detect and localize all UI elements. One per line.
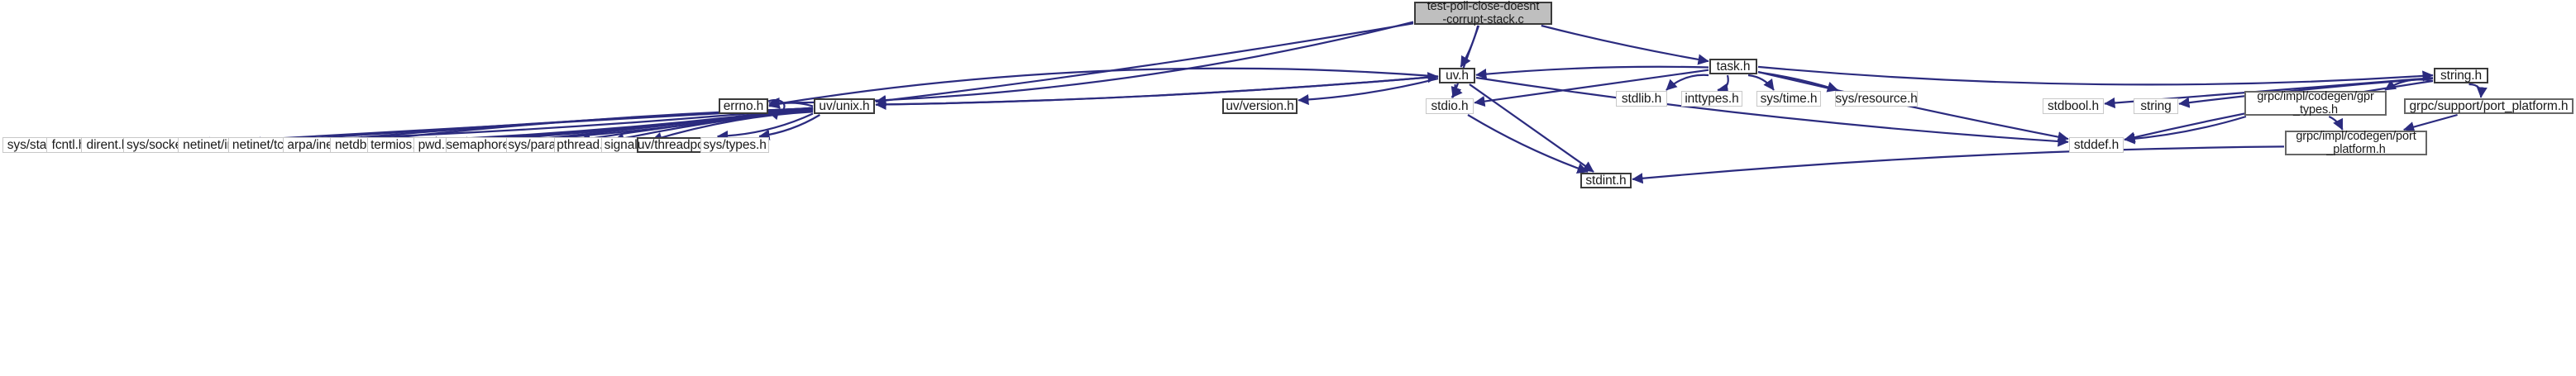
edge-uvh-to-stdio bbox=[1450, 83, 1463, 98]
node-grpcsupport[interactable]: grpc/support/port_platform.h bbox=[2404, 98, 2574, 114]
node-pthread[interactable]: pthread.h bbox=[554, 137, 613, 153]
node-stdbool[interactable]: stdbool.h bbox=[2043, 98, 2104, 114]
edge-root-to-uvunix bbox=[875, 22, 1414, 107]
edge-grpcgpr-to-stddef bbox=[2124, 115, 2247, 145]
node-string[interactable]: string bbox=[2134, 98, 2178, 114]
edge-uvh-to-stdint bbox=[1469, 83, 1594, 173]
edge-root-to-uvh bbox=[1460, 25, 1479, 68]
edge-stringh-to-string bbox=[2178, 77, 2434, 108]
edge-uvunix-to-systypes bbox=[758, 114, 820, 140]
edge-stringh-to-grpcgpr bbox=[2384, 79, 2434, 91]
edge-uvh-to-stddef bbox=[1475, 76, 2069, 147]
edge-task-to-stdio bbox=[1474, 69, 1709, 107]
node-task[interactable]: task.h bbox=[1709, 59, 1757, 74]
node-stdio[interactable]: stdio.h bbox=[1426, 98, 1474, 114]
node-systypes[interactable]: sys/types.h bbox=[700, 137, 769, 153]
node-fcntl[interactable]: fcntl.h bbox=[46, 137, 91, 153]
node-systime[interactable]: sys/time.h bbox=[1756, 91, 1821, 107]
edge-task-to-systime bbox=[1747, 74, 1775, 91]
edge-uvh-to-uvversion bbox=[1298, 78, 1439, 106]
node-termios[interactable]: termios.h bbox=[367, 137, 426, 153]
node-uvunix[interactable]: uv/unix.h bbox=[814, 98, 875, 114]
node-stdint[interactable]: stdint.h bbox=[1580, 173, 1632, 188]
node-root[interactable]: test-poll-close-doesnt -corrupt-stack.c bbox=[1414, 0, 1552, 26]
edge-task-to-inttypes bbox=[1717, 74, 1729, 94]
edge-uvunix-to-uvh bbox=[875, 72, 1439, 106]
edge-root-to-task bbox=[1541, 24, 1709, 65]
edge-errno-to-errno bbox=[767, 99, 786, 121]
edge-uvunix-to-errno bbox=[768, 98, 814, 109]
node-errno[interactable]: errno.h bbox=[719, 98, 768, 114]
node-stddef[interactable]: stddef.h bbox=[2069, 137, 2124, 153]
node-stdlib[interactable]: stdlib.h bbox=[1616, 91, 1667, 107]
edge-task-to-uvh bbox=[1475, 65, 1709, 80]
edge-task-to-stdlib bbox=[1666, 74, 1709, 91]
edge-task-to-stringh bbox=[1757, 65, 2434, 86]
edge-grpcgpr-to-grpcport bbox=[2328, 116, 2344, 131]
node-uvversion[interactable]: uv/version.h bbox=[1222, 98, 1298, 114]
edge-root-to-stdio bbox=[1450, 25, 1480, 98]
node-grpcgpr[interactable]: grpc/impl/codegen/gpr _types.h bbox=[2244, 90, 2387, 117]
edge-uvh-to-errno bbox=[768, 67, 1439, 109]
node-inttypes[interactable]: inttypes.h bbox=[1681, 91, 1742, 107]
edge-uvunix-to-signal bbox=[651, 111, 814, 143]
edge-stringh-to-grpcsupport bbox=[2468, 83, 2488, 98]
edge-task-to-stddef bbox=[1757, 70, 2069, 143]
node-uvh[interactable]: uv.h bbox=[1439, 68, 1475, 83]
node-dirent[interactable]: dirent.h bbox=[81, 137, 134, 153]
edge-stdio-to-stdint bbox=[1467, 114, 1589, 174]
node-stringh[interactable]: string.h bbox=[2434, 68, 2488, 83]
node-grpcport[interactable]: grpc/impl/codegen/port _platform.h bbox=[2285, 130, 2427, 156]
node-sysresource[interactable]: sys/resource.h bbox=[1835, 91, 1918, 107]
edge-grpcsupport-to-grpcport bbox=[2403, 113, 2458, 133]
edge-grpcport-to-stdint bbox=[1632, 145, 2285, 184]
